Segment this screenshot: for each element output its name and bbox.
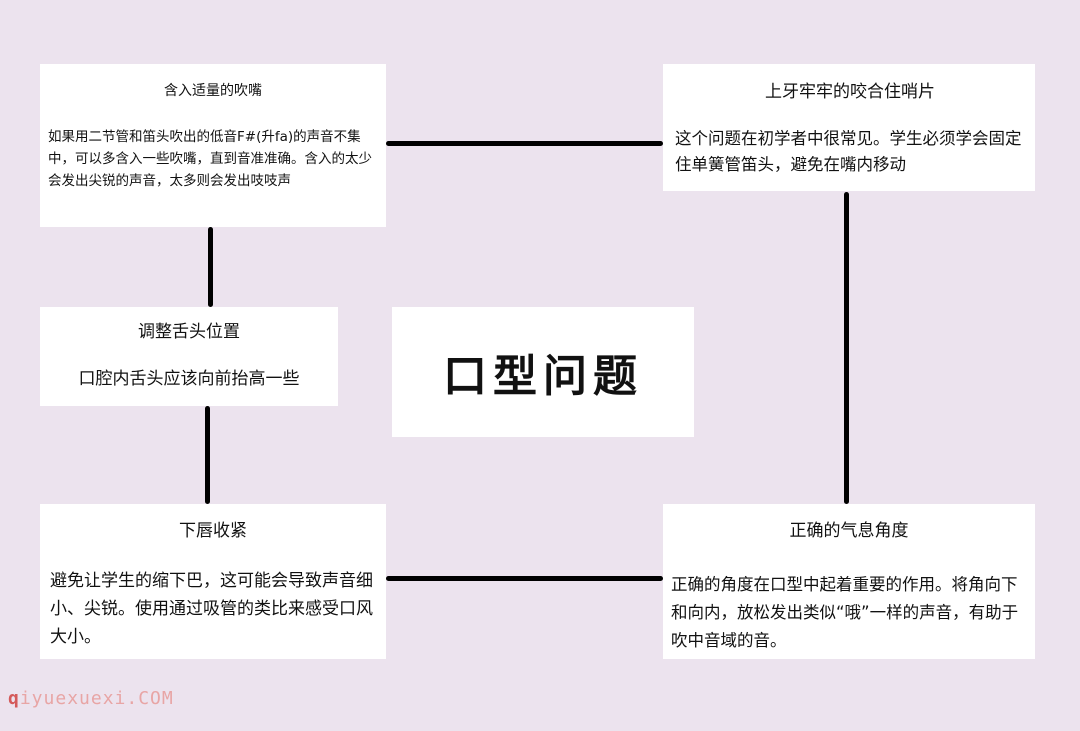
center-title-box: 口型问题 bbox=[392, 307, 694, 437]
connector-bottom-horizontal bbox=[386, 576, 663, 581]
card-upper-teeth-reed: 上牙牢牢的咬合住哨片 这个问题在初学者中很常见。学生必须学会固定住单簧管笛头，避… bbox=[663, 64, 1035, 191]
card-body: 避免让学生的缩下巴，这可能会导致声音细小、尖锐。使用通过吸管的类比来感受口风大小… bbox=[50, 571, 373, 647]
card-mouthpiece-amount: 含入适量的吹嘴 如果用二节管和笛头吹出的低音F#(升fa)的声音不集中，可以多含… bbox=[40, 64, 386, 227]
watermark-text: iyuexuexi.COM bbox=[19, 688, 174, 709]
watermark-logo: qiyuexuexi.COM bbox=[8, 688, 174, 709]
connector-right-vertical bbox=[844, 192, 849, 504]
center-title: 口型问题 bbox=[443, 351, 643, 402]
card-title: 下唇收紧 bbox=[179, 521, 247, 541]
connector-top-horizontal bbox=[386, 141, 663, 146]
connector-left-upper-vertical bbox=[208, 227, 213, 307]
card-body: 正确的角度在口型中起着重要的作用。将角向下和向内，放松发出类似“哦”一样的声音，… bbox=[671, 575, 1019, 650]
card-body: 口腔内舌头应该向前抬高一些 bbox=[78, 369, 300, 389]
card-title: 含入适量的吹嘴 bbox=[164, 83, 262, 99]
card-tongue-position: 调整舌头位置 口腔内舌头应该向前抬高一些 bbox=[40, 307, 338, 406]
watermark-prefix: q bbox=[8, 688, 20, 709]
card-title: 正确的气息角度 bbox=[789, 521, 909, 541]
card-body: 这个问题在初学者中很常见。学生必须学会固定住单簧管笛头，避免在嘴内移动 bbox=[675, 129, 1022, 174]
card-air-angle: 正确的气息角度 正确的角度在口型中起着重要的作用。将角向下和向内，放松发出类似“… bbox=[663, 504, 1035, 659]
card-title: 调整舌头位置 bbox=[138, 322, 240, 342]
card-lower-lip: 下唇收紧 避免让学生的缩下巴，这可能会导致声音细小、尖锐。使用通过吸管的类比来感… bbox=[40, 504, 386, 659]
card-title: 上牙牢牢的咬合住哨片 bbox=[765, 82, 935, 102]
connector-left-lower-vertical bbox=[205, 406, 210, 504]
card-body: 如果用二节管和笛头吹出的低音F#(升fa)的声音不集中，可以多含入一些吹嘴，直到… bbox=[48, 129, 372, 189]
